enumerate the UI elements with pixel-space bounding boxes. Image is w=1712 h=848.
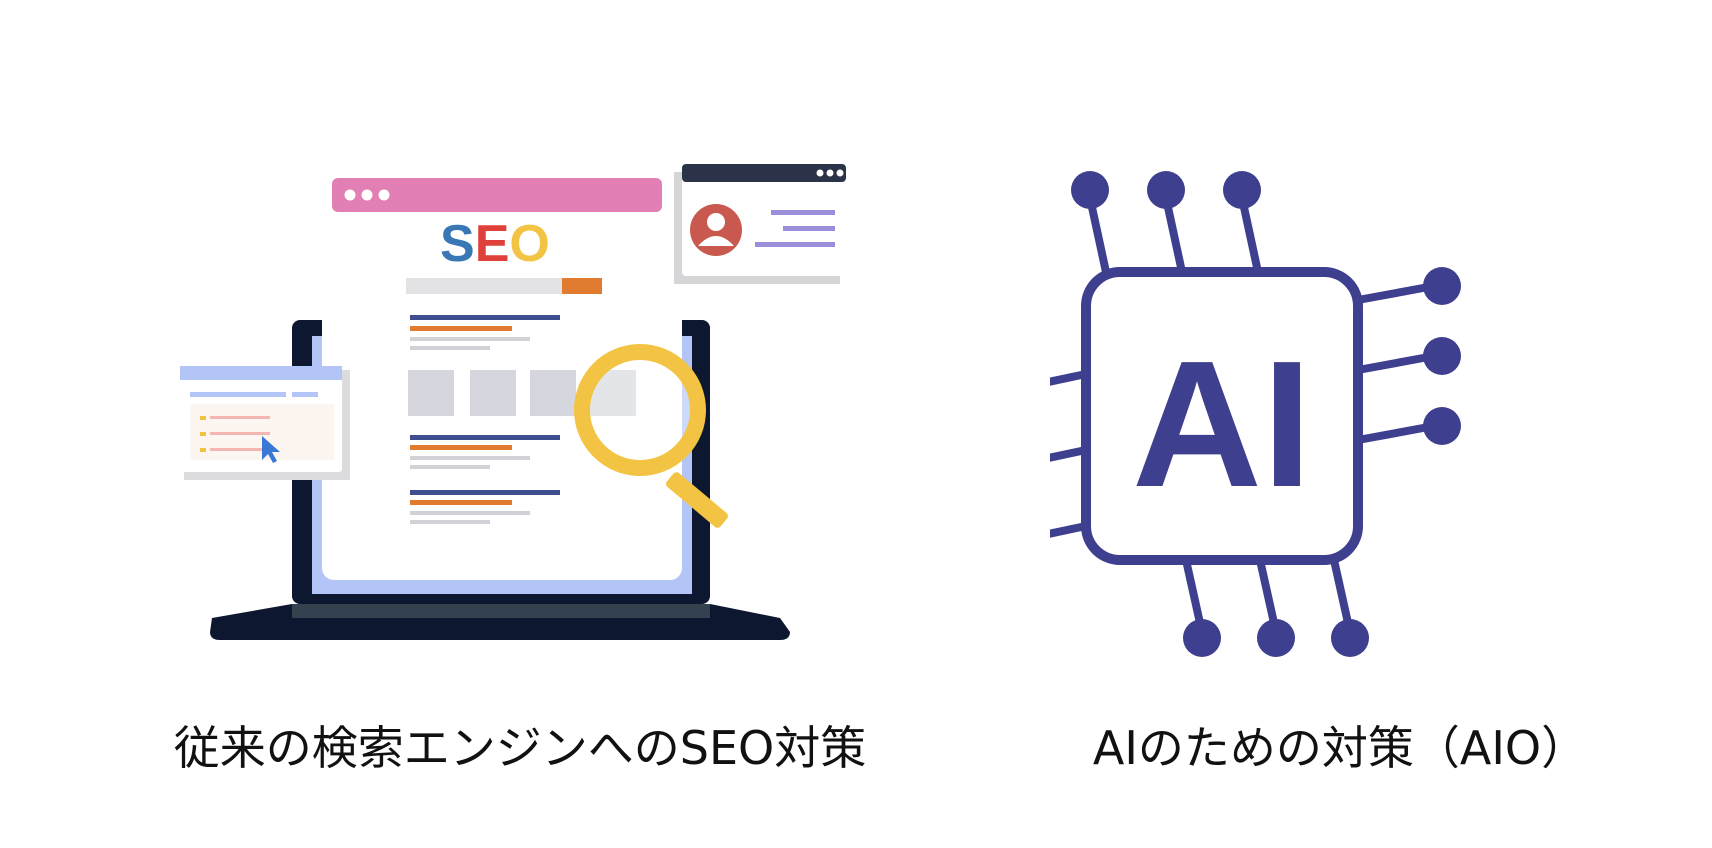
seo-letter-s: S bbox=[440, 215, 475, 273]
profile-card-icon bbox=[674, 164, 846, 284]
seo-illustration: SEO bbox=[180, 164, 846, 640]
seo-letter-o: O bbox=[509, 215, 549, 273]
chip-label: AI bbox=[1132, 324, 1312, 525]
result-card bbox=[180, 366, 350, 480]
seo-letter-e: E bbox=[475, 215, 510, 273]
cursor-icon bbox=[262, 436, 280, 463]
magnifier-icon bbox=[574, 344, 728, 528]
browser-window-icon bbox=[332, 178, 662, 212]
search-button bbox=[562, 278, 602, 294]
seo-caption: 従来の検索エンジンへのSEO対策 bbox=[173, 721, 867, 775]
ai-chip-icon: AI bbox=[1050, 171, 1461, 657]
seo-logo: SEO bbox=[440, 215, 550, 273]
ai-caption: AIのための対策（AIO） bbox=[1092, 721, 1588, 775]
search-bar bbox=[406, 278, 562, 294]
